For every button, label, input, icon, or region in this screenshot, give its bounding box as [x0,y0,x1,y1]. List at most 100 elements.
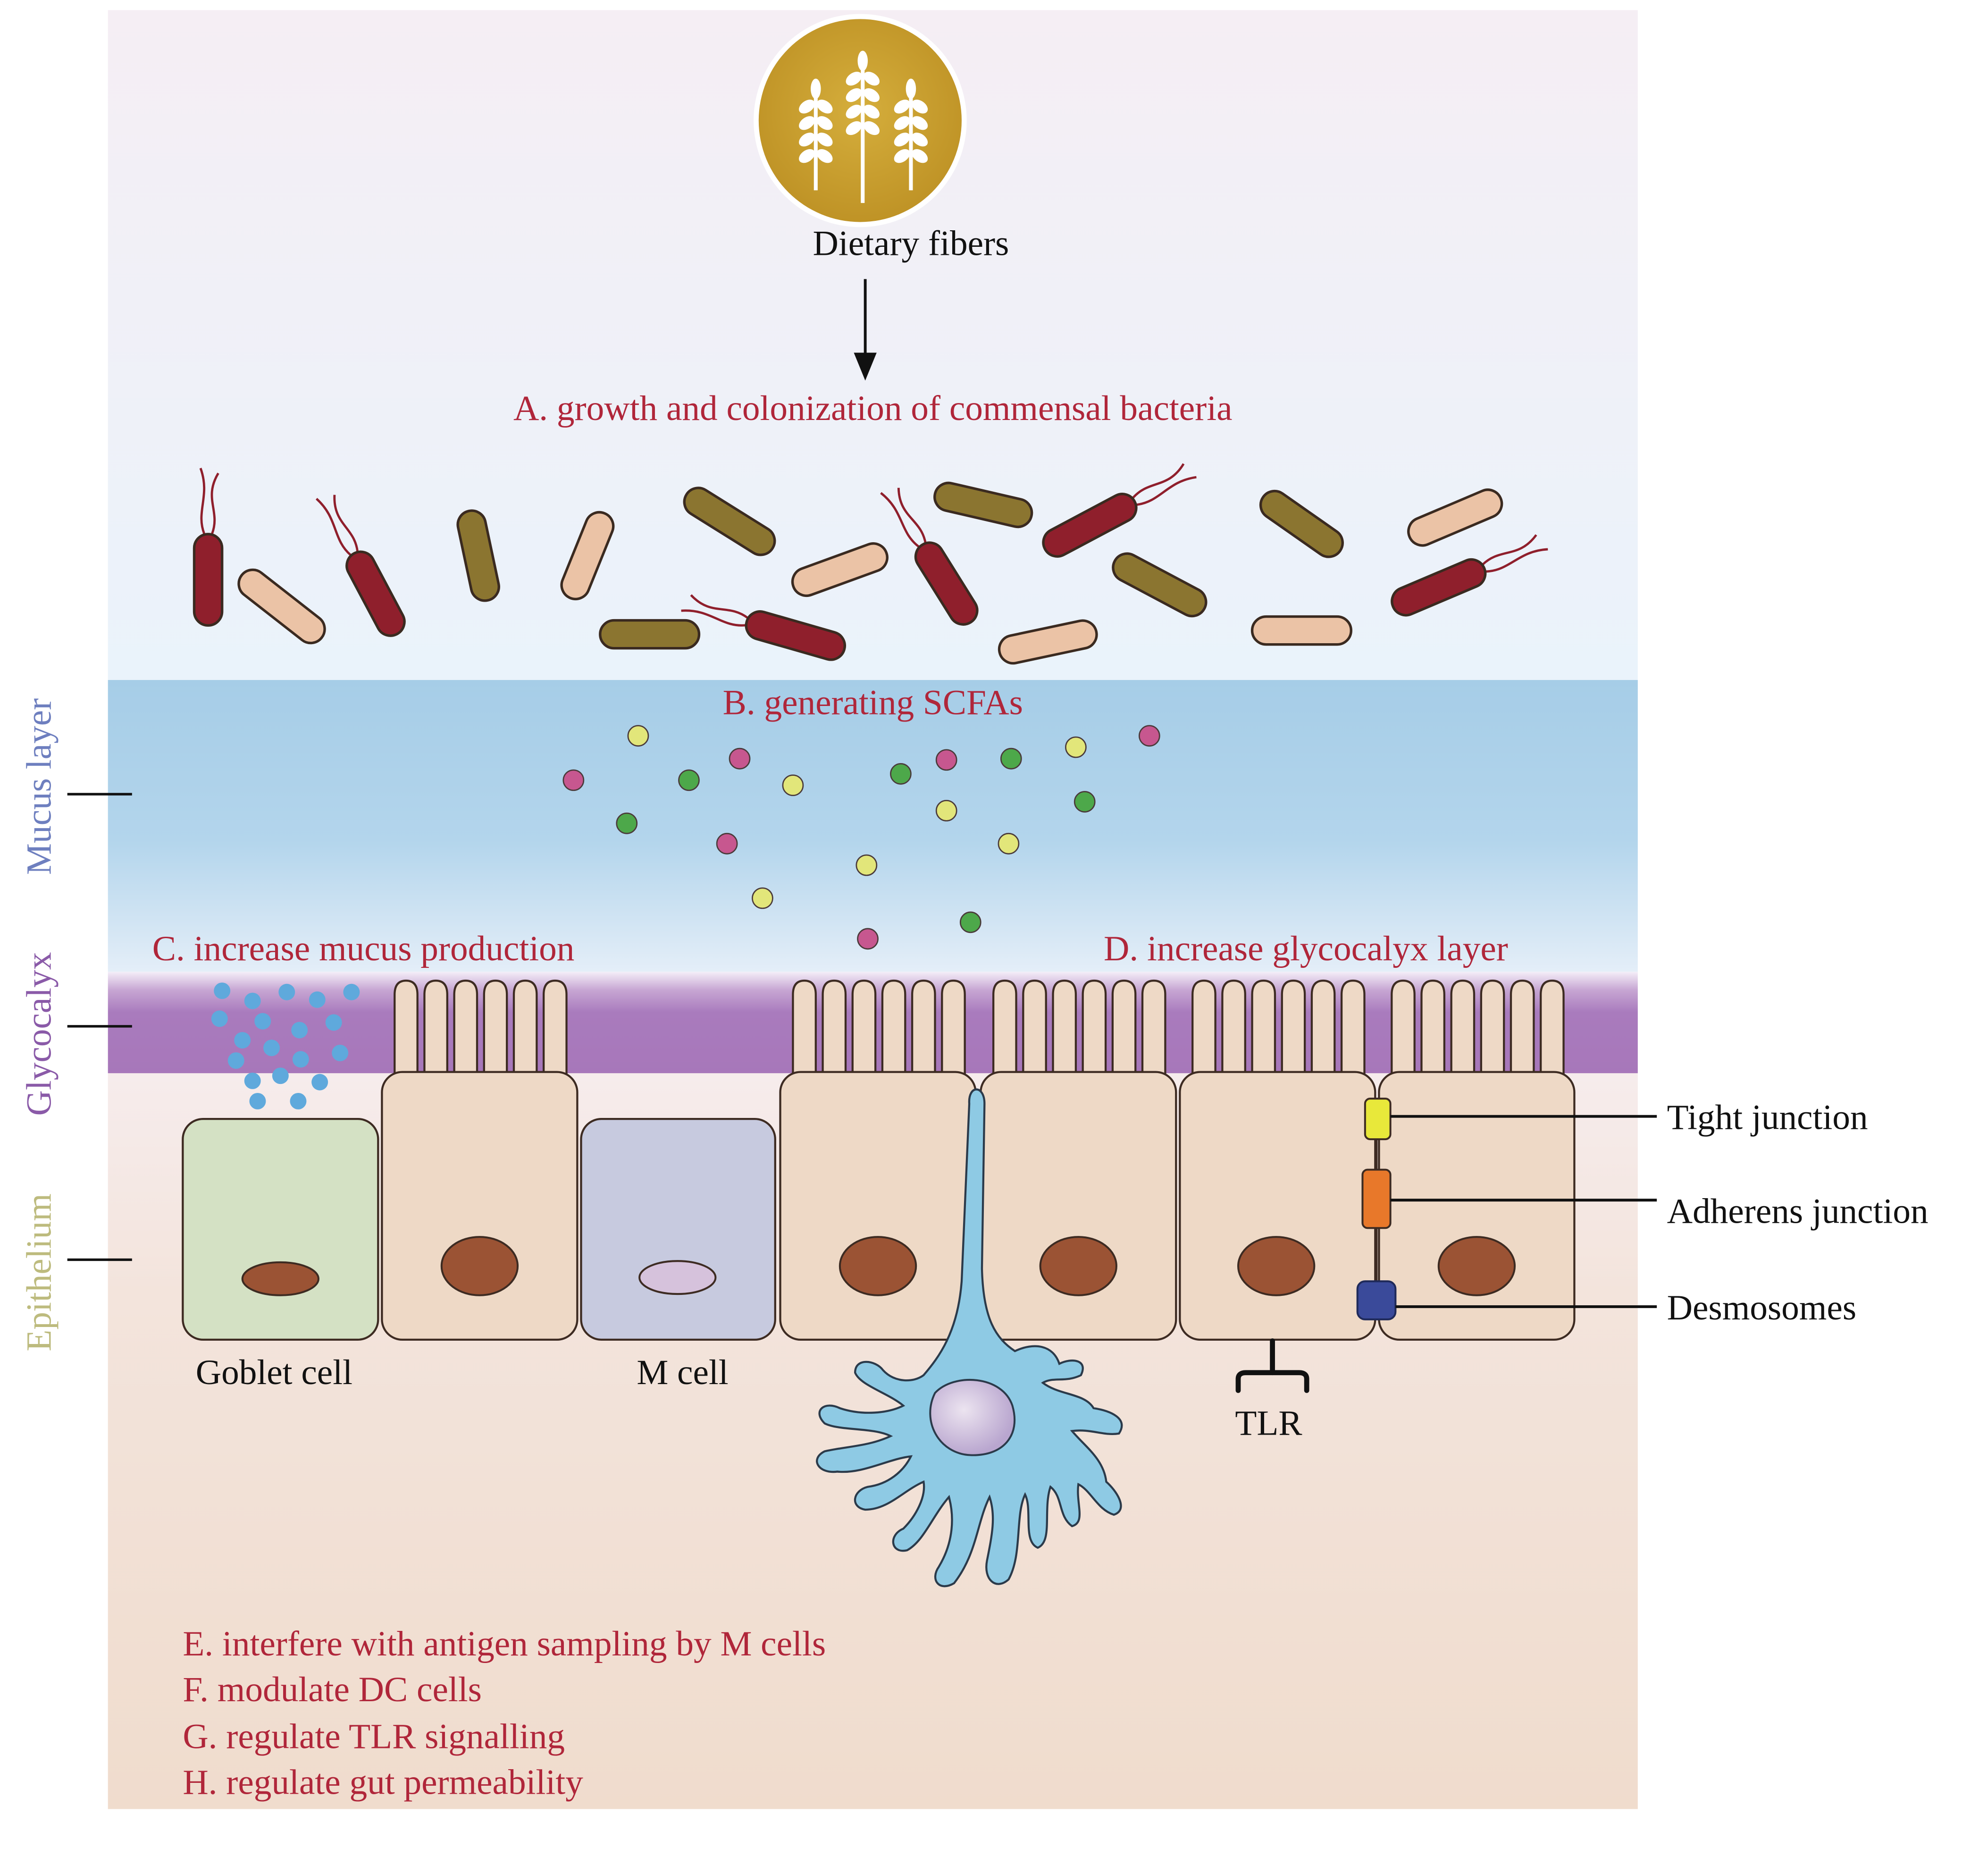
enterocyte [1378,1071,1576,1341]
scfa-group [562,725,1160,950]
adherens-junction-icon [1361,1168,1392,1229]
microvillus [423,979,448,1076]
enterocyte [980,1071,1177,1341]
tlr-receptor-icon [1235,1338,1309,1393]
microvilli-group [394,979,1565,1076]
scfa-molecule [1138,725,1160,747]
scfa-molecule [1065,736,1087,758]
rod-bacteria-icon [1259,489,1344,558]
scfa-molecule [716,832,738,855]
scfa-molecule [935,749,957,771]
scfa-molecule [752,887,773,909]
rod-bacteria-icon [880,487,979,626]
rod-bacteria-icon [681,594,846,661]
mucus-droplet-group [211,983,360,1109]
scfa-molecule [1000,747,1022,770]
rod-bacteria-icon [560,511,615,601]
microvillus [1141,979,1166,1076]
tight-junction-icon [1364,1098,1392,1141]
dietary-fibers-label: Dietary fibers [813,224,1009,263]
enterocyte [381,1071,579,1341]
scfa-molecule [627,725,649,747]
microvillus [1450,979,1476,1076]
desmosome-icon [1356,1280,1397,1320]
microvillus [911,979,936,1076]
rod-bacteria-icon [316,495,406,637]
mucus-droplet [325,1014,342,1031]
microvillus [1310,979,1336,1076]
microvillus [512,979,538,1076]
scfa-molecule [562,769,585,791]
microvillus [542,979,568,1076]
annotation-c: C. increase mucus production [152,929,575,968]
annotation-b: B. generating SCFAs [723,683,1023,722]
microvillus [394,979,419,1076]
microvillus [792,979,817,1076]
rod-bacteria-icon [599,619,701,650]
goblet-cell [182,1117,379,1341]
bacteria-group [193,463,1548,665]
rod-bacteria-icon [683,487,776,556]
microvillus [483,979,508,1076]
desmosomes-label: Desmosomes [1667,1288,1856,1327]
microvillus [941,979,966,1076]
tight-junction-label: Tight junction [1667,1098,1868,1137]
mucus-droplet [278,983,295,1000]
rod-bacteria-icon [1407,488,1503,547]
mucus-layer-label: Mucus layer [20,698,59,875]
rod-bacteria-icon [193,468,224,627]
scfa-molecule [729,747,751,770]
microvillus [1082,979,1107,1076]
microvillus [1480,979,1505,1076]
mucus-droplet [290,1092,307,1109]
dendritic-cell-nucleus [929,1378,1016,1456]
microvillus [1221,979,1246,1076]
microvillus [1111,979,1137,1076]
adherens-junction-label: Adherens junction [1667,1192,1929,1231]
microvillus [453,979,478,1076]
microvillus [1191,979,1216,1076]
dendritic-cell-icon [816,1088,1123,1587]
m-cell-nucleus [638,1260,717,1295]
enterocyte [779,1071,977,1341]
mucus-droplet [263,1040,280,1057]
rod-bacteria-icon [1391,534,1548,617]
microvillus [881,979,906,1076]
microvillus [1420,979,1446,1076]
microvillus [1540,979,1565,1076]
rod-bacteria-icon [1250,615,1352,646]
scfa-molecule [959,911,981,933]
annotation-h: H. regulate gut permeability [183,1763,583,1802]
mucus-droplet [234,1032,251,1049]
m-cell-label: M cell [637,1353,728,1392]
annotation-g: G. regulate TLR signalling [183,1717,565,1756]
microvillus [851,979,877,1076]
mucus-droplet [309,991,326,1008]
mucus-droplet [291,1022,308,1039]
rod-bacteria-icon [791,542,889,597]
mucus-droplet [249,1092,266,1109]
rod-bacteria-icon [998,619,1098,665]
tlr-label: TLR [1235,1403,1302,1443]
microvillus [1391,979,1416,1076]
enterocyte [1179,1071,1376,1341]
annotation-e: E. interfere with antigen sampling by M … [183,1624,826,1663]
mucus-droplet [254,1013,271,1030]
annotation-d: D. increase glycocalyx layer [1104,929,1508,968]
wheat-icon [754,14,967,227]
microvillus [822,979,847,1076]
mucus-droplet [244,1072,261,1089]
scfa-molecule [678,769,700,791]
mucus-droplet [332,1044,349,1061]
scfa-molecule [1074,791,1096,813]
glycocalyx-label: Glycocalyx [20,952,59,1116]
microvillus [1510,979,1535,1076]
microvillus [1022,979,1047,1076]
rod-bacteria-icon [933,481,1033,529]
mucus-droplet [244,992,261,1009]
microvillus [1340,979,1366,1076]
scfa-molecule [998,832,1020,855]
mucus-droplet [343,983,360,1000]
annotation-a: A. growth and colonization of commensal … [513,389,1233,428]
